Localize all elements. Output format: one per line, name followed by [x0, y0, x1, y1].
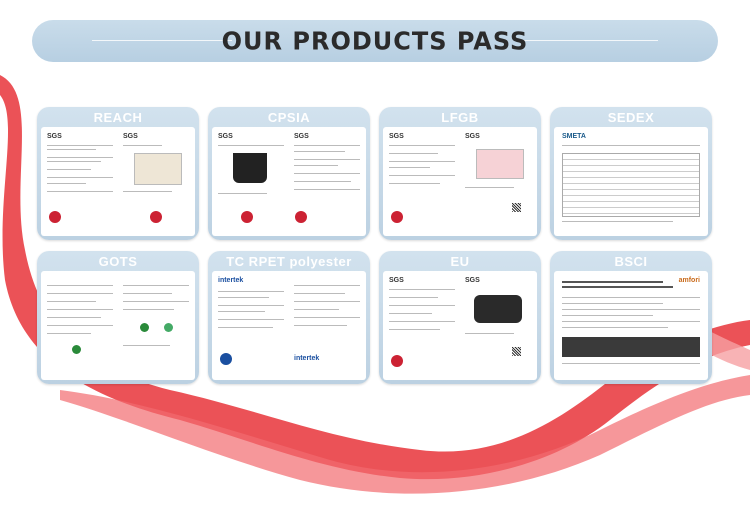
- certificate-card-reach: REACH SGS SGS: [37, 107, 199, 240]
- certificate-document: SGS SGS: [41, 127, 195, 236]
- certificate-card-bsci: BSCI amfori: [550, 251, 712, 384]
- product-photo: [474, 295, 522, 323]
- certificate-page: intertek: [215, 275, 287, 376]
- certificate-document: SGS SGS: [383, 271, 537, 380]
- certificate-document: SMETA: [554, 127, 708, 236]
- audit-report-page: amfori: [559, 275, 703, 376]
- certificate-page: intertek: [291, 275, 363, 376]
- certificate-page: [44, 275, 116, 376]
- certificate-card-lfgb: LFGB SGS SGS: [379, 107, 541, 240]
- banner-left-rule: [92, 40, 232, 41]
- certificate-document: amfori: [554, 271, 708, 380]
- certificate-card-eu: EU SGS SGS: [379, 251, 541, 384]
- banner-right-rule: [518, 40, 658, 41]
- product-photo: [476, 149, 524, 179]
- report-page: SGS: [291, 131, 363, 232]
- certificate-card-cpsia: CPSIA SGS SGS: [208, 107, 370, 240]
- certificate-label: BSCI: [614, 254, 648, 269]
- certificate-document: intertek intertek: [212, 271, 366, 380]
- page-title: OUR PRODUCTS PASS: [221, 26, 529, 56]
- report-page: SGS: [215, 131, 287, 232]
- certificate-label: EU: [450, 254, 470, 269]
- report-page: SGS: [120, 131, 192, 232]
- certificate-document: SGS SGS: [212, 127, 366, 236]
- certificate-card-gots: GOTS: [37, 251, 199, 384]
- certificate-document: SGS SGS: [383, 127, 537, 236]
- certificate-label: GOTS: [98, 254, 138, 269]
- report-page: SGS: [386, 131, 458, 232]
- header-banner: OUR PRODUCTS PASS: [32, 20, 718, 62]
- certificate-label: TC RPET polyester: [226, 254, 352, 269]
- certificate-page: [120, 275, 192, 376]
- report-page: SGS: [462, 131, 534, 232]
- report-page: SGS: [386, 275, 458, 376]
- report-page: SGS: [462, 275, 534, 376]
- certificate-label: SEDEX: [607, 110, 655, 125]
- product-photo: [134, 153, 182, 185]
- certificate-card-tc-rpet: TC RPET polyester intertek intertek: [208, 251, 370, 384]
- certificate-label: REACH: [93, 110, 143, 125]
- findings-table: [562, 153, 700, 217]
- certificate-card-sedex: SEDEX SMETA: [550, 107, 712, 240]
- report-page: SGS: [44, 131, 116, 232]
- audit-report-page: SMETA: [559, 131, 703, 232]
- rating-bar: [562, 337, 700, 357]
- product-photo: [233, 153, 267, 183]
- certificate-document: [41, 271, 195, 380]
- certificate-label: CPSIA: [267, 110, 311, 125]
- certificate-label: LFGB: [441, 110, 479, 125]
